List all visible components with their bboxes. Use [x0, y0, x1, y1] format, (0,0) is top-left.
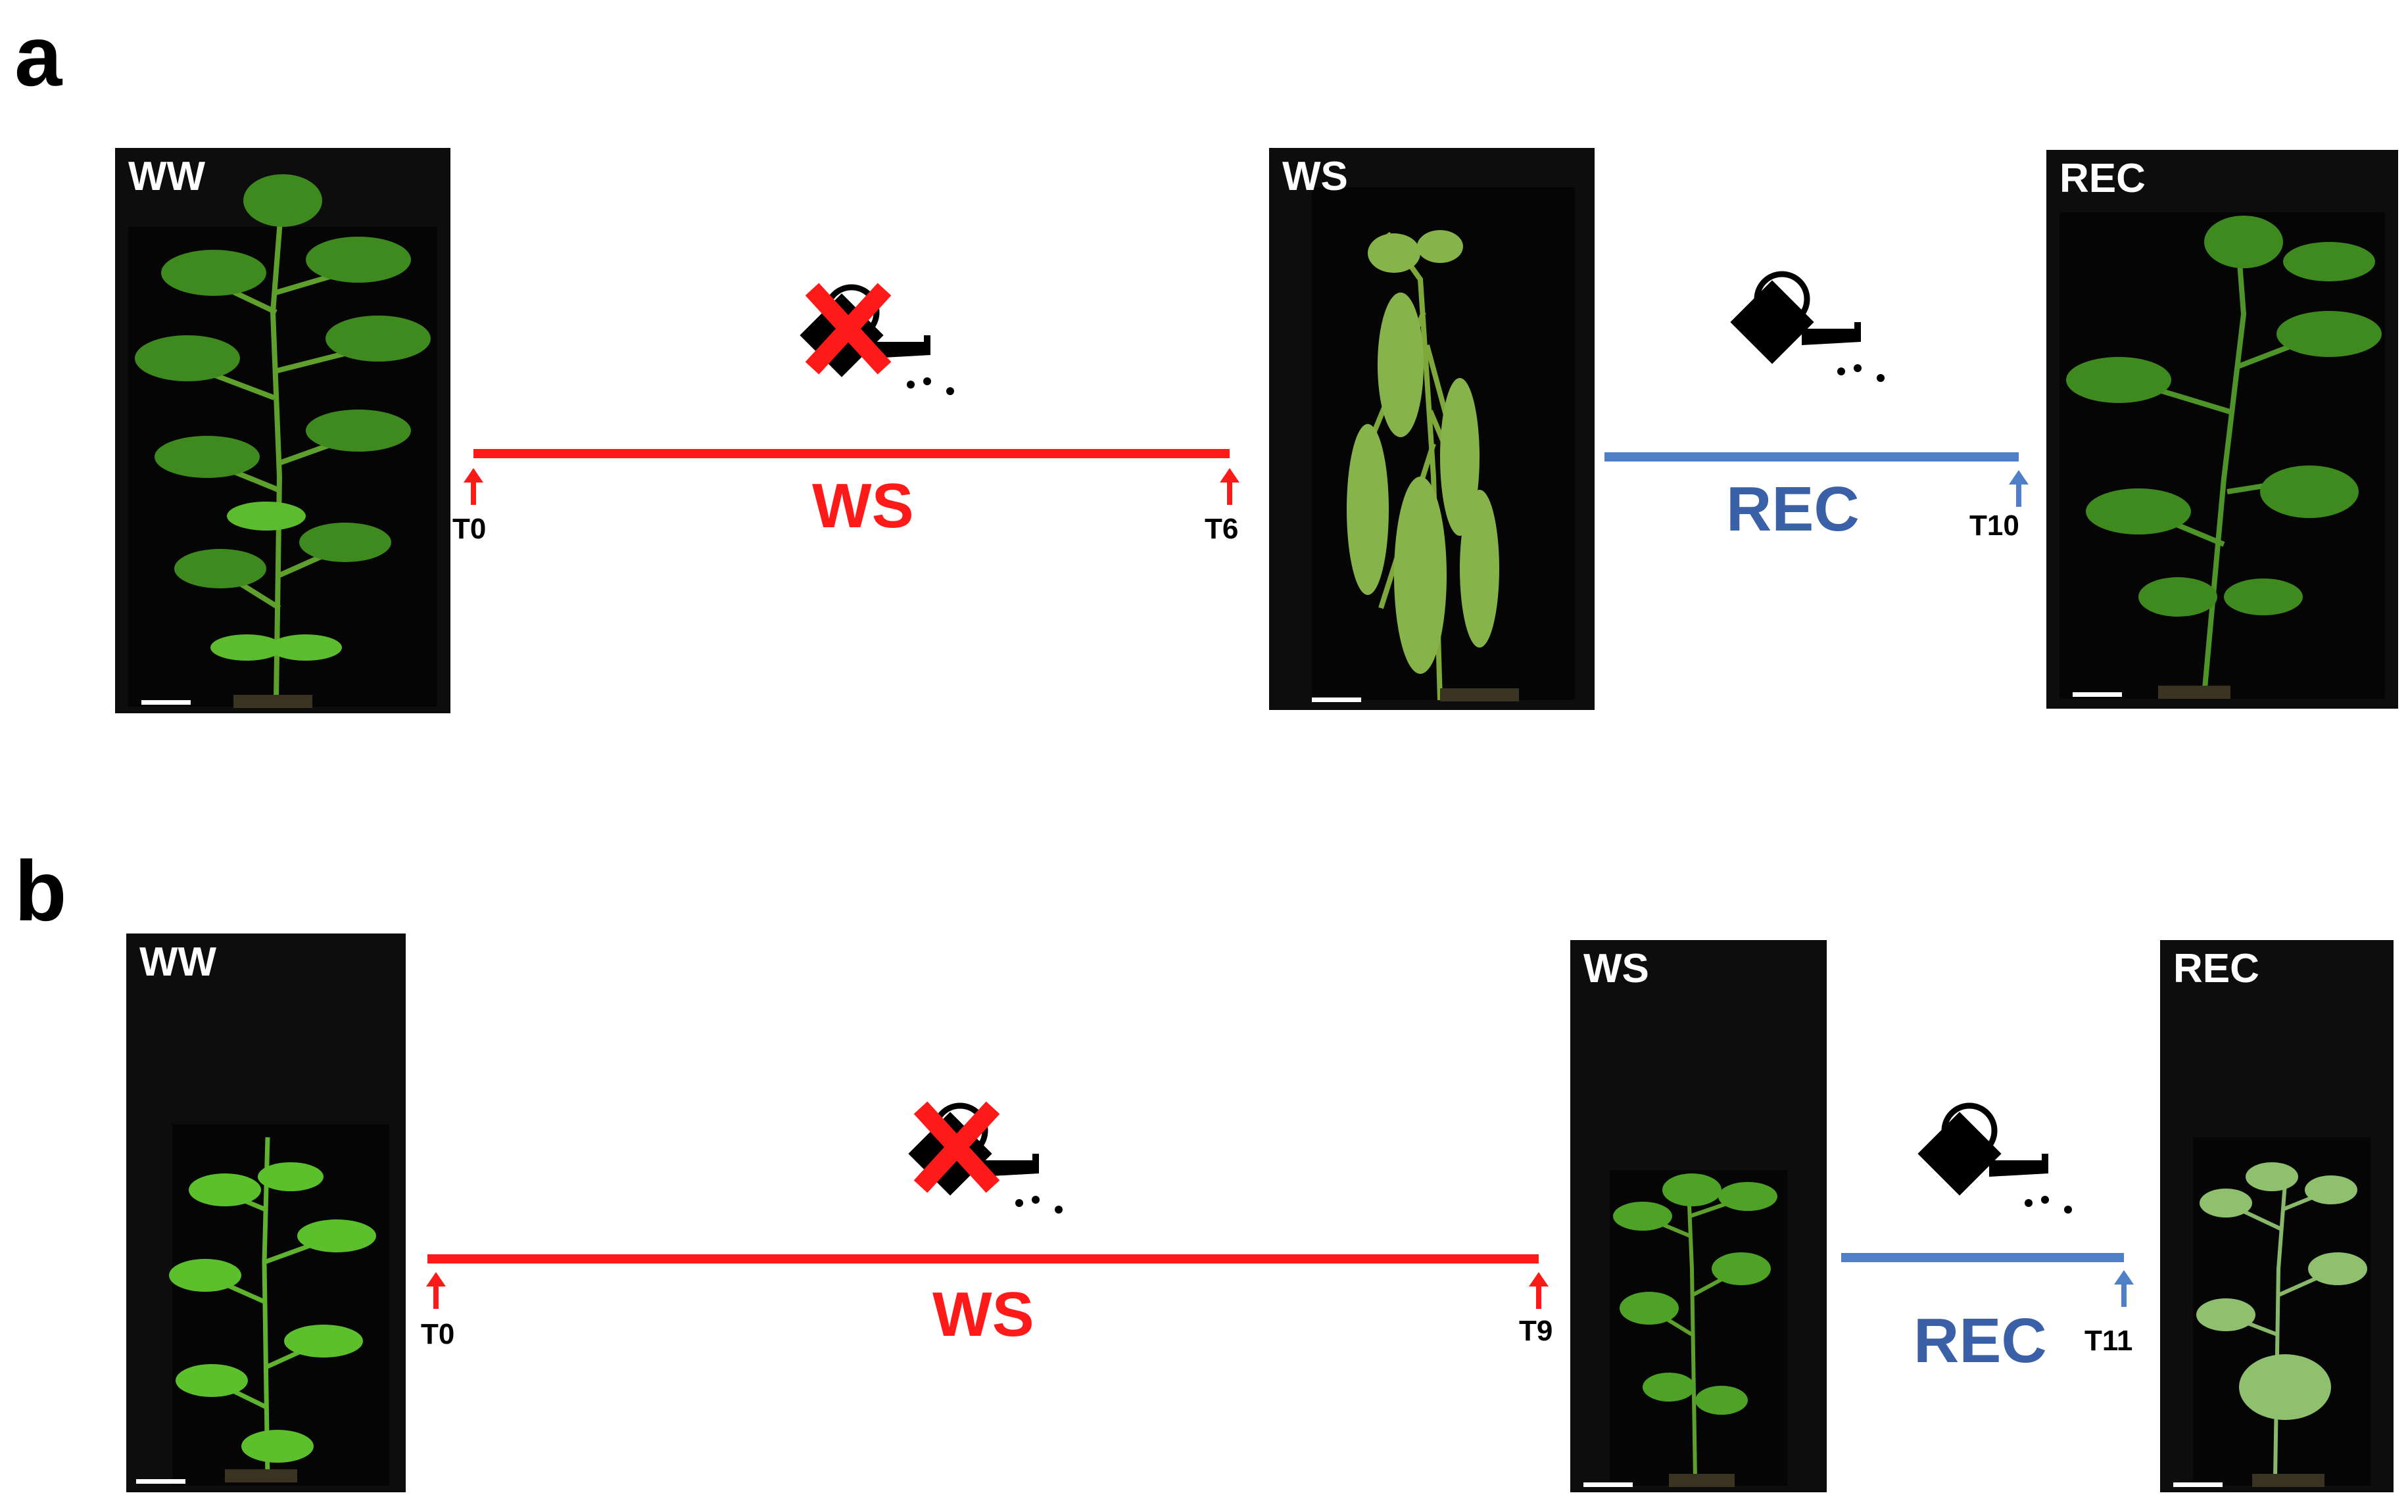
watering-can-crossed-icon	[908, 1101, 1063, 1214]
plant-image	[1613, 1173, 1777, 1480]
photo-rec-a: REC	[2046, 150, 2398, 709]
photo-ww-b: WW	[126, 933, 406, 1492]
scale-bar	[2073, 692, 2122, 697]
photo-ws-a: WS	[1269, 148, 1595, 710]
timepoint-label-end: T11	[2084, 1325, 2133, 1357]
recovery-timeline-a	[1604, 452, 2019, 461]
plant-image	[1347, 230, 1499, 701]
photo-rec-b: REC	[2160, 940, 2394, 1492]
recovery-period-label: REC	[1914, 1306, 2047, 1376]
photo-label: WW	[128, 154, 206, 199]
watering-can-icon	[1730, 271, 1885, 382]
timepoint-label-end: T9	[1519, 1315, 1553, 1347]
panel-b-letter: b	[14, 843, 67, 939]
scale-bar	[2173, 1482, 2223, 1487]
photo-label: WS	[1282, 154, 1348, 199]
stress-timeline-b	[427, 1254, 1539, 1264]
up-arrow-icon	[1220, 468, 1240, 505]
photo-ww-a: WW	[115, 148, 450, 713]
photo-label: WW	[139, 939, 217, 985]
watering-can-crossed-icon	[800, 283, 954, 395]
stress-period-label: WS	[812, 471, 914, 541]
plant-image	[135, 174, 431, 701]
timepoint-label-start: T0	[421, 1318, 455, 1350]
recovery-timeline-b	[1841, 1253, 2124, 1262]
up-arrow-icon	[426, 1272, 446, 1309]
plant-image	[2066, 216, 2382, 696]
scale-bar	[1312, 697, 1361, 702]
up-arrow-icon	[2114, 1270, 2134, 1307]
up-arrow-icon	[2009, 470, 2029, 507]
scale-bar	[141, 700, 191, 705]
scale-bar	[1583, 1482, 1633, 1487]
panel-a-letter: a	[14, 8, 62, 104]
up-arrow-icon	[464, 468, 483, 505]
photo-label: WS	[1583, 946, 1649, 991]
stress-period-label: WS	[932, 1279, 1034, 1350]
up-arrow-icon	[1529, 1272, 1549, 1309]
recovery-period-label: REC	[1726, 474, 1860, 544]
stress-timeline-a	[473, 449, 1230, 458]
timepoint-label-start: T0	[452, 513, 487, 545]
photo-label: REC	[2059, 156, 2146, 201]
photo-label: REC	[2173, 946, 2259, 991]
timepoint-label-end: T6	[1205, 513, 1239, 545]
photo-ws-b: WS	[1570, 940, 1827, 1492]
watering-can-icon	[1917, 1102, 2072, 1214]
plant-image	[169, 1137, 376, 1480]
plant-image	[2196, 1162, 2367, 1480]
timepoint-label-end: T10	[1969, 509, 2019, 542]
scale-bar	[136, 1479, 185, 1484]
